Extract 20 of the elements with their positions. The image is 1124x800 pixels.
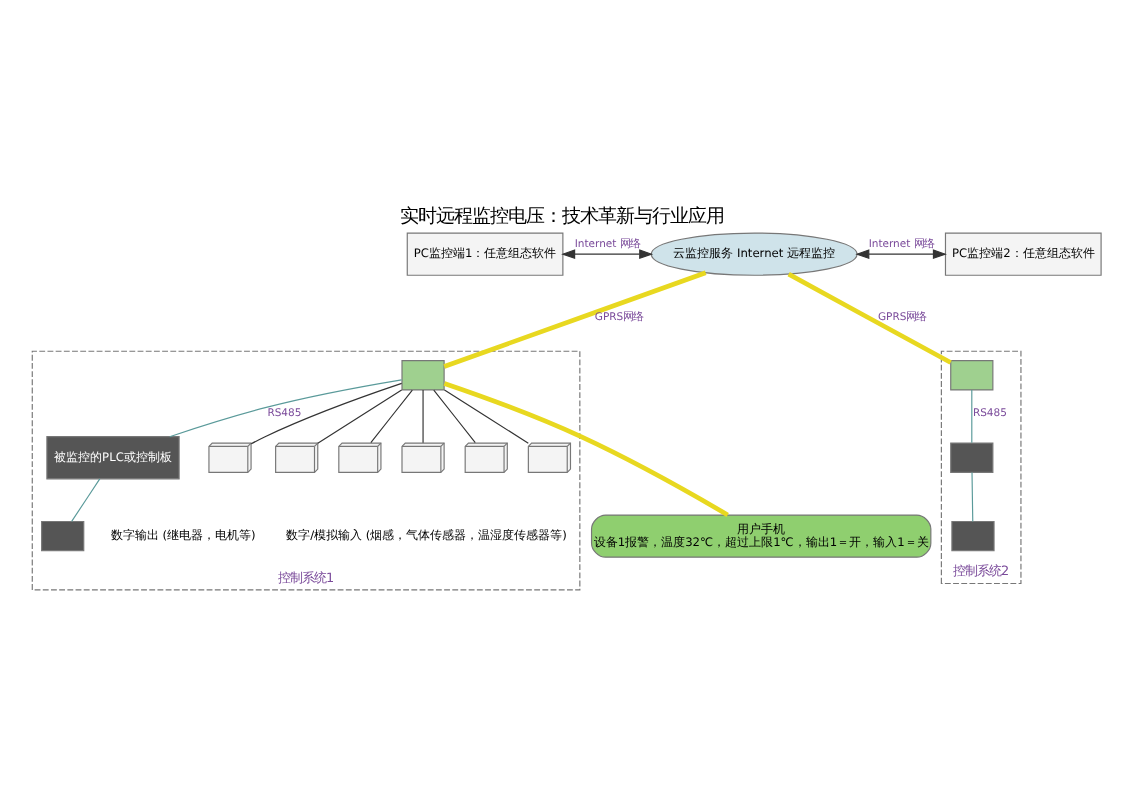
connector (443, 380, 729, 516)
connector (71, 477, 101, 521)
connector (971, 470, 974, 522)
connector (422, 388, 424, 443)
connector (971, 388, 973, 443)
connector (443, 388, 529, 443)
connector (317, 388, 403, 443)
node-box (41, 519, 85, 551)
arrow (855, 248, 947, 259)
connector (433, 388, 476, 443)
arrow (561, 248, 654, 259)
node-box (950, 441, 994, 472)
connector (787, 271, 952, 364)
connector (370, 388, 413, 443)
connector (443, 269, 707, 368)
node-box (401, 359, 445, 390)
node-box (950, 359, 994, 390)
node-box (951, 519, 995, 551)
connector (169, 378, 403, 437)
diagram-title: 实时远程监控电压：技术革新与行业应用 (400, 205, 724, 228)
